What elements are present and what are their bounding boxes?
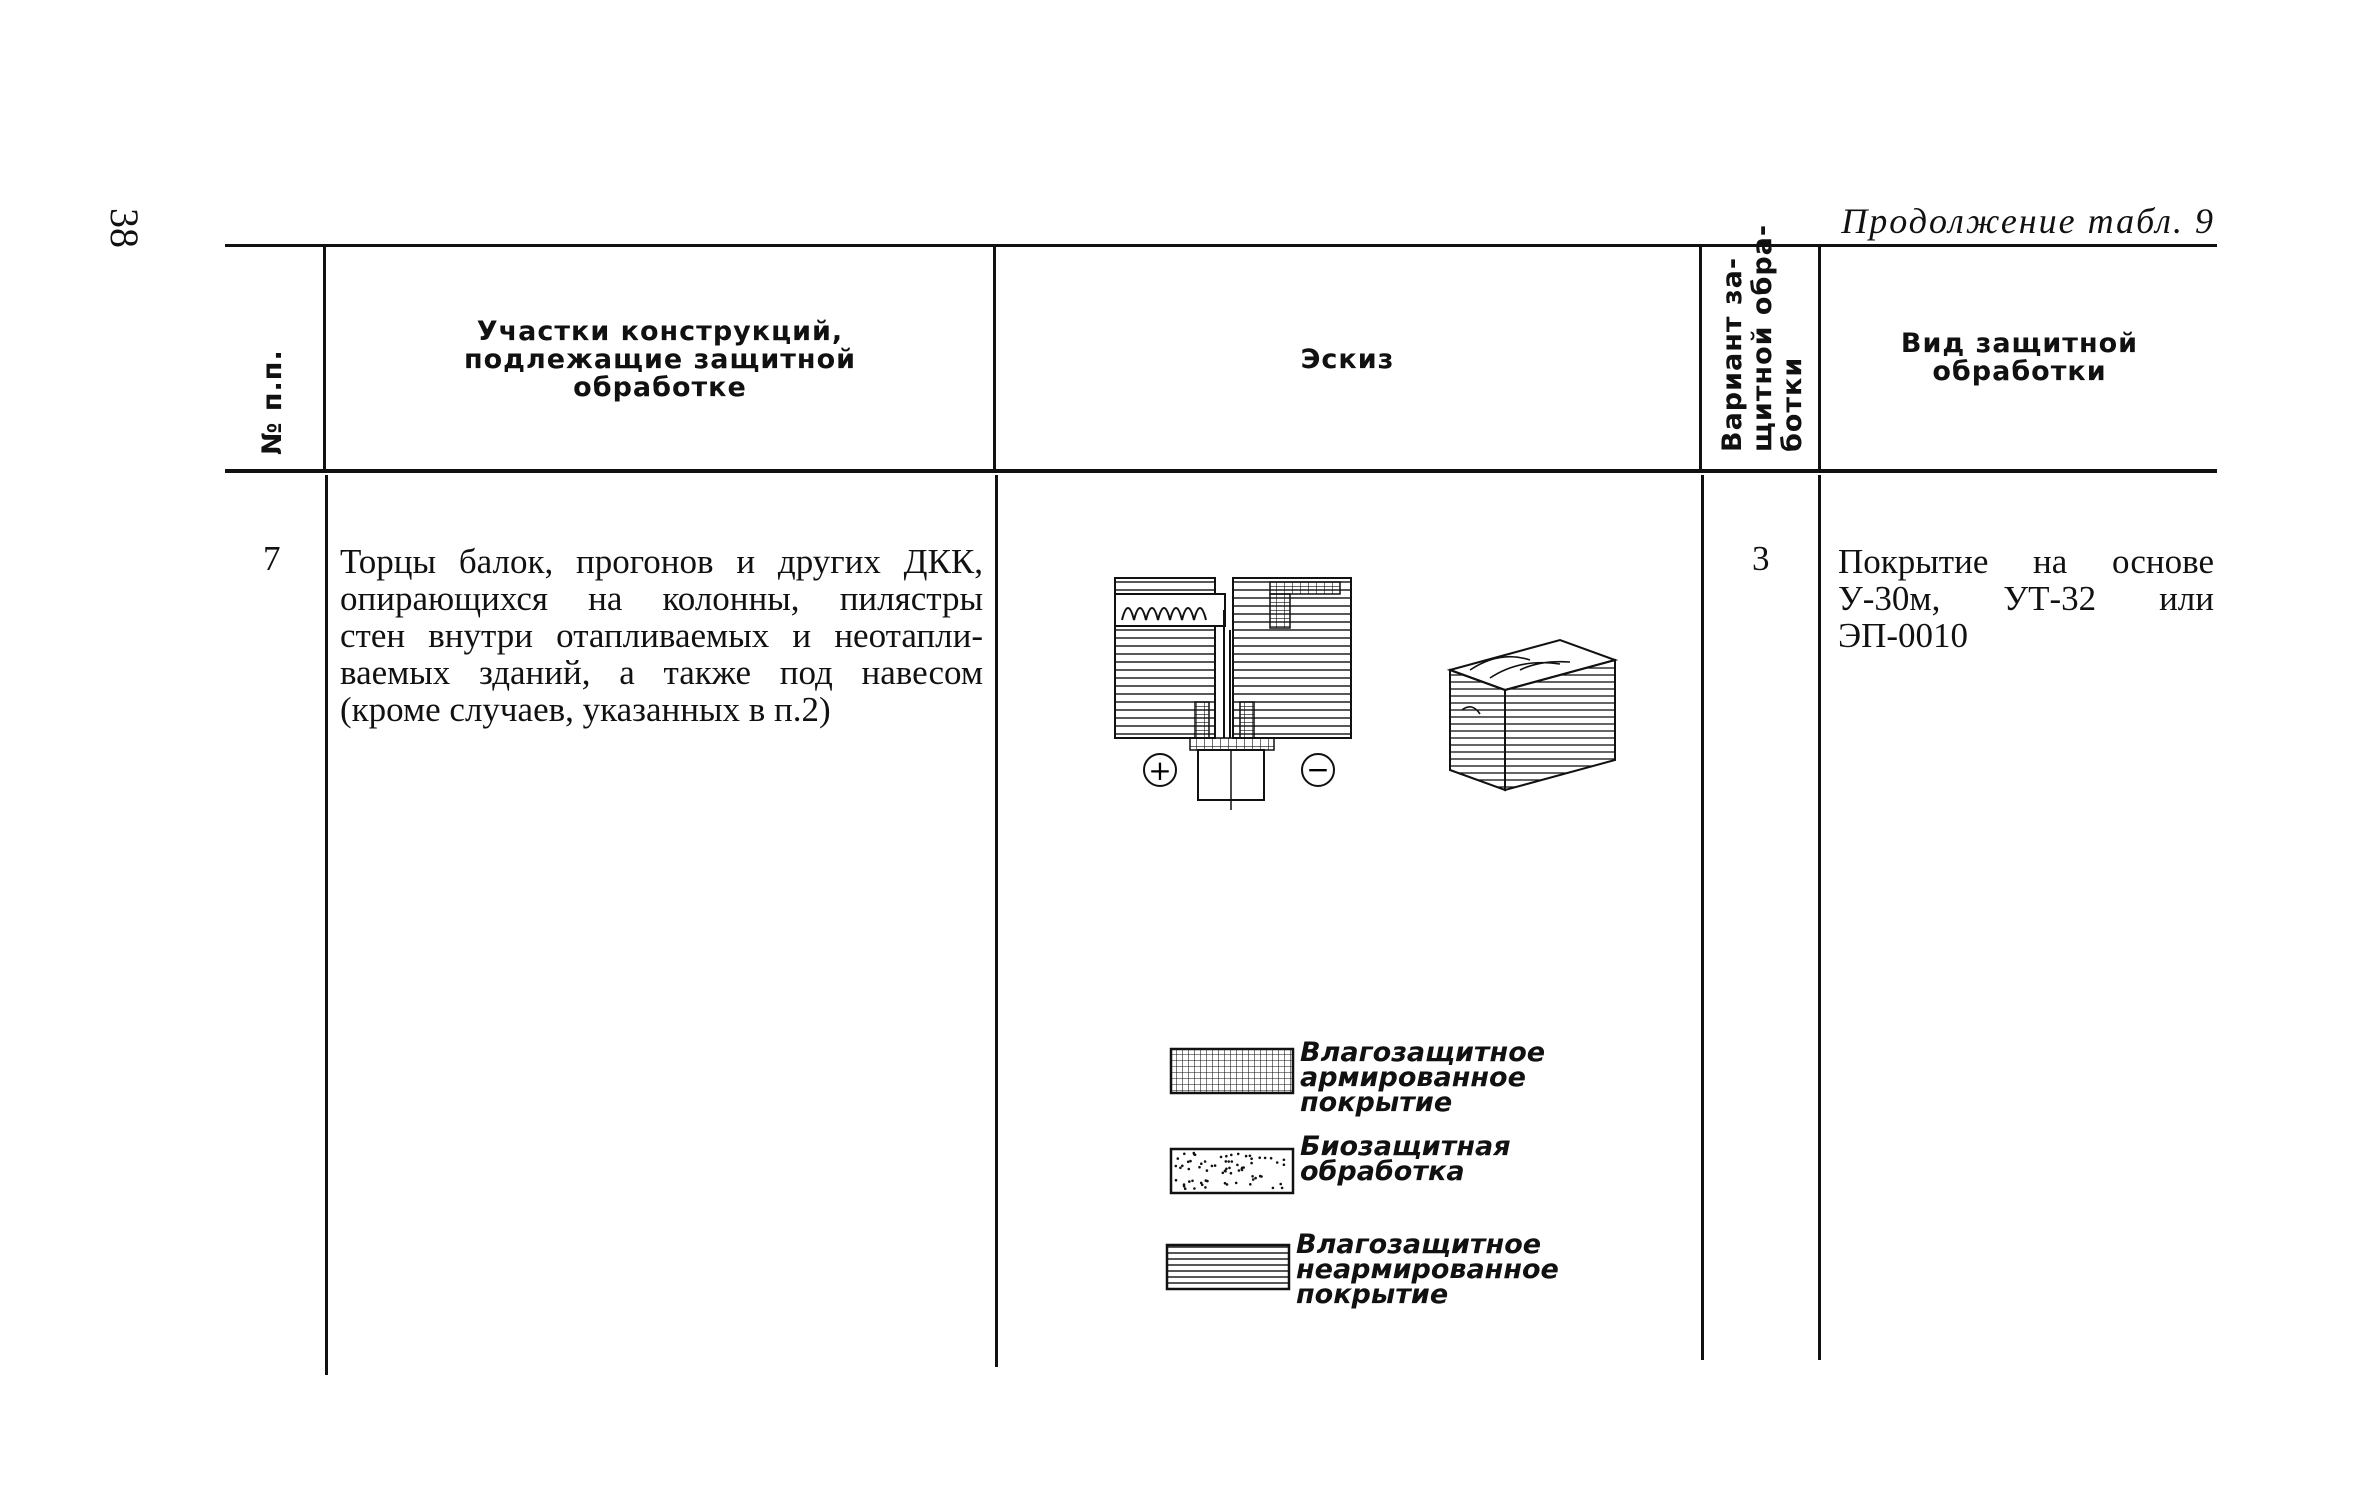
row-sections-line: стен внутри отапливаемых и неотапли- xyxy=(340,616,983,655)
header-variant: Вариант за- щитной обра- ботки xyxy=(1717,223,1808,452)
legend-swatch-reinforced xyxy=(1169,1047,1295,1095)
header-variant-line: Вариант за- xyxy=(1717,256,1748,452)
column-divider-2-body xyxy=(995,475,998,1367)
legend-label-bio: Биозащитная обработка xyxy=(1300,1131,1511,1187)
row-sections-line: Торцы балок, прогонов и других ДКК, xyxy=(340,542,983,581)
legend-text-line: неармированное xyxy=(1296,1254,1559,1285)
column-divider-3-body xyxy=(1701,475,1704,1360)
row-sections-line: (кроме случаев, указанных в п.2) xyxy=(340,690,831,729)
row-number: 7 xyxy=(263,539,281,578)
legend-swatch-bio xyxy=(1169,1147,1295,1195)
row-variant: 3 xyxy=(1752,539,1770,578)
legend-text-line: Влагозащитное xyxy=(1300,1037,1546,1068)
table-header-rule xyxy=(225,469,2217,473)
table-continuation-caption: Продолжение табл. 9 xyxy=(1841,201,2215,241)
row-treatment-line: ЭП-0010 xyxy=(1838,616,1969,655)
header-sections: Участки конструкций, подлежащие защитной… xyxy=(330,318,990,402)
header-treatment-line: обработки xyxy=(1932,356,2107,387)
column-divider-4-body xyxy=(1818,475,1821,1360)
row-treatment-line: Покрытие на основе xyxy=(1838,542,2214,581)
row-sections-text: Торцы балок, прогонов и других ДКК, опир… xyxy=(340,543,983,728)
header-sketch: Эскиз xyxy=(1300,344,1395,375)
column-divider-4 xyxy=(1818,247,1821,469)
legend-label-reinforced: Влагозащитное армированное покрытие xyxy=(1300,1037,1546,1118)
legend-text-line: покрытие xyxy=(1296,1279,1449,1310)
column-divider-1-body xyxy=(325,475,328,1375)
legend-text-line: армированное xyxy=(1300,1062,1526,1093)
header-sections-line: подлежащие защитной xyxy=(463,344,857,375)
column-divider-2 xyxy=(993,247,996,469)
legend-text-line: Биозащитная xyxy=(1300,1131,1511,1162)
timber-end-sketch xyxy=(1446,638,1619,792)
row-sections-line: опирающихся на колонны, пилястры xyxy=(340,579,983,618)
page-number: 38 xyxy=(102,208,147,248)
legend-swatch-nonreinforced xyxy=(1165,1243,1291,1291)
plus-symbol: + xyxy=(1148,754,1171,787)
header-variant-line: щитной обра- xyxy=(1747,223,1778,452)
column-divider-3 xyxy=(1699,247,1702,469)
header-treatment: Вид защитной обработки xyxy=(1822,330,2217,386)
minus-symbol: − xyxy=(1306,753,1329,786)
legend-text-line: обработка xyxy=(1300,1156,1465,1187)
row-treatment-text: Покрытие на основе У-30м, УТ-32 или ЭП-0… xyxy=(1838,543,2214,654)
row-treatment-line: У-30м, УТ-32 или xyxy=(1838,579,2214,618)
header-number: № п.п. xyxy=(257,349,288,455)
legend-text-line: Влагозащитное xyxy=(1296,1229,1542,1260)
header-variant-line: ботки xyxy=(1777,356,1808,452)
header-sections-line: обработке xyxy=(573,372,747,403)
column-divider-1 xyxy=(323,247,326,469)
header-treatment-line: Вид защитной xyxy=(1900,328,2139,359)
beam-support-sketch: + − xyxy=(1114,577,1352,810)
table-top-rule xyxy=(225,244,2217,247)
legend-label-nonreinforced: Влагозащитное неармированное покрытие xyxy=(1296,1229,1559,1310)
row-sections-line: ваемых зданий, а также под навесом xyxy=(340,653,983,692)
header-sections-line: Участки конструкций, xyxy=(476,316,844,347)
legend-text-line: покрытие xyxy=(1300,1087,1453,1118)
